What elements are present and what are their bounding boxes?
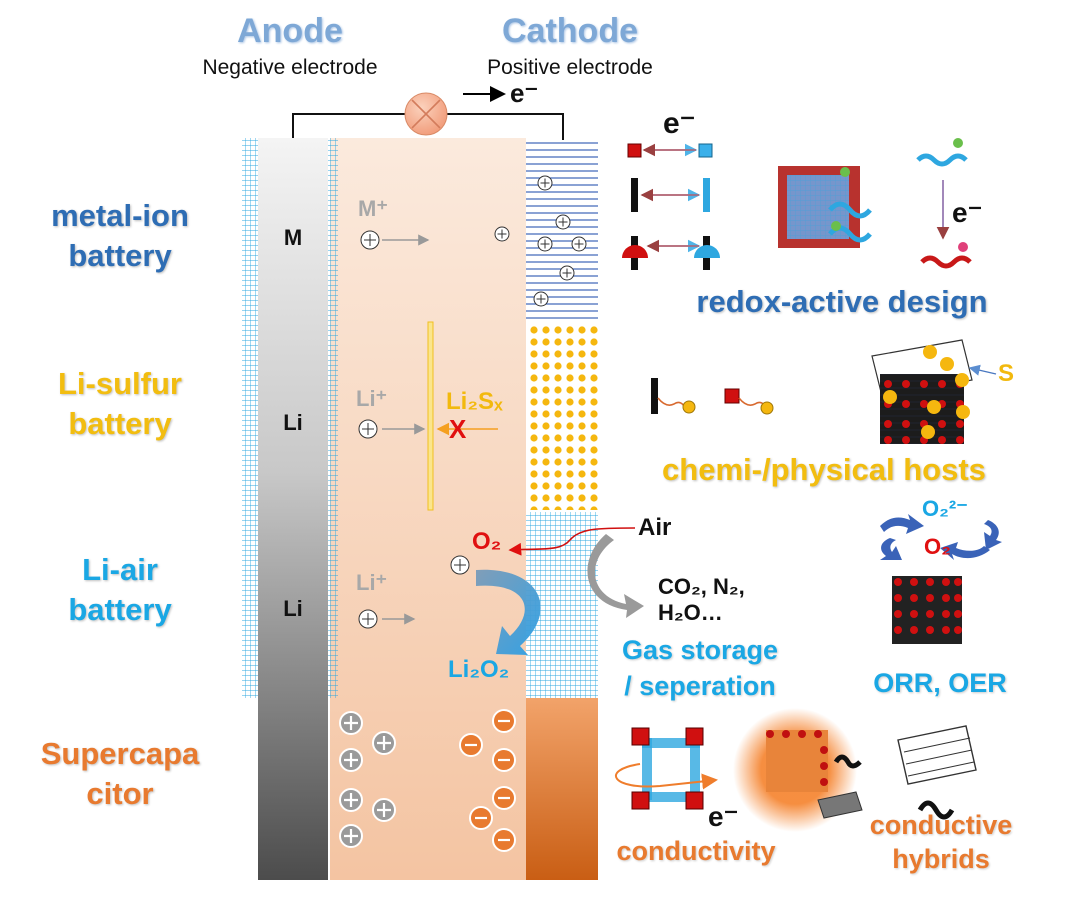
air-label: Air xyxy=(638,514,672,541)
gases-label: CO₂, N₂, H₂O… xyxy=(658,574,745,626)
shuttle-blocked-mark: X xyxy=(449,414,467,444)
hybrids-line: conductive xyxy=(869,810,1013,840)
hybrids-line: hybrids xyxy=(892,844,990,874)
mof-cube-redox-icon xyxy=(778,138,972,269)
gas-outflow-arrow xyxy=(587,534,644,618)
redox-molecule-icons xyxy=(622,143,720,270)
anode-metal-label: Li xyxy=(283,410,303,435)
metal-ion-cations xyxy=(360,175,587,307)
peroxide-label: O₂²⁻ xyxy=(922,496,968,521)
conductivity-electron-label: e⁻ xyxy=(708,801,739,832)
supercap-ions xyxy=(339,709,516,852)
row-label-supercapacitor: Supercapa citor xyxy=(10,734,230,814)
gases-line: H₂O… xyxy=(658,600,723,625)
anode-metal-label: Li xyxy=(283,596,303,621)
cathode-subtitle: Positive electrode xyxy=(487,56,653,79)
external-circuit xyxy=(292,86,564,140)
row-label-li-sulfur: Li-sulfur battery xyxy=(20,364,220,444)
row-label-li-air: Li-air battery xyxy=(20,550,220,630)
gas-storage-line: / seperation xyxy=(624,671,776,701)
row-label-line: battery xyxy=(68,592,172,627)
cation-label: M⁺ xyxy=(358,196,388,221)
redox-electron-label: e⁻ xyxy=(952,197,983,228)
feature-redox-active-design: redox-active design xyxy=(696,284,988,319)
polysulfide-label: Li₂Sₓ xyxy=(446,388,503,415)
row-label-line: Li-sulfur xyxy=(58,366,182,401)
feature-conductive-hybrids: conductive hybrids xyxy=(846,808,1036,876)
anode-title: Anode xyxy=(237,12,343,50)
gas-storage-line: Gas storage xyxy=(621,635,779,665)
gases-line: CO₂, N₂, xyxy=(658,574,745,599)
catalysis-oxygen-label: O₂ xyxy=(924,534,951,559)
electron-label: e⁻ xyxy=(510,78,539,108)
redox-electron-label: e⁻ xyxy=(663,107,696,140)
row-label-line: battery xyxy=(68,238,172,273)
feature-chemi-physical-hosts: chemi-/physical hosts xyxy=(662,452,986,487)
anode-metal-label: M xyxy=(283,225,303,250)
row-label-line: metal-ion xyxy=(51,198,189,233)
row-label-line: battery xyxy=(68,406,172,441)
oxygen-label: O₂ xyxy=(472,528,502,555)
separator xyxy=(427,321,434,511)
anode-subtitle: Negative electrode xyxy=(202,56,378,79)
anode-metal xyxy=(258,138,328,880)
row-label-line: Supercapa xyxy=(40,736,200,771)
cathode-sulfur-host xyxy=(526,326,598,510)
discharge-curved-arrow xyxy=(476,569,541,655)
row-label-metal-ion: metal-ion battery xyxy=(20,196,220,276)
sulfur-host-icons xyxy=(651,339,997,444)
sulfur-label: S xyxy=(998,360,1015,387)
cation-label: Li⁺ xyxy=(356,570,388,595)
oxygen-inflow-arrow xyxy=(508,527,636,556)
row-label-line: Li-air xyxy=(82,552,158,587)
conductivity-icons xyxy=(615,727,718,810)
cathode-title: Cathode xyxy=(502,12,638,50)
cation-label: Li⁺ xyxy=(356,386,388,411)
orr-oer-icons xyxy=(880,514,1002,644)
supercap-electrode xyxy=(526,698,598,880)
product-label: Li₂O₂ xyxy=(448,656,510,683)
li-air-details xyxy=(358,527,644,655)
li-sulfur-details xyxy=(358,321,498,511)
conductive-hybrid-icons xyxy=(733,708,977,832)
feature-orr-oer: ORR, OER xyxy=(873,668,1007,698)
feature-conductivity: conductivity xyxy=(616,836,776,866)
row-label-line: citor xyxy=(86,776,154,811)
feature-gas-storage: Gas storage / seperation xyxy=(600,632,800,704)
